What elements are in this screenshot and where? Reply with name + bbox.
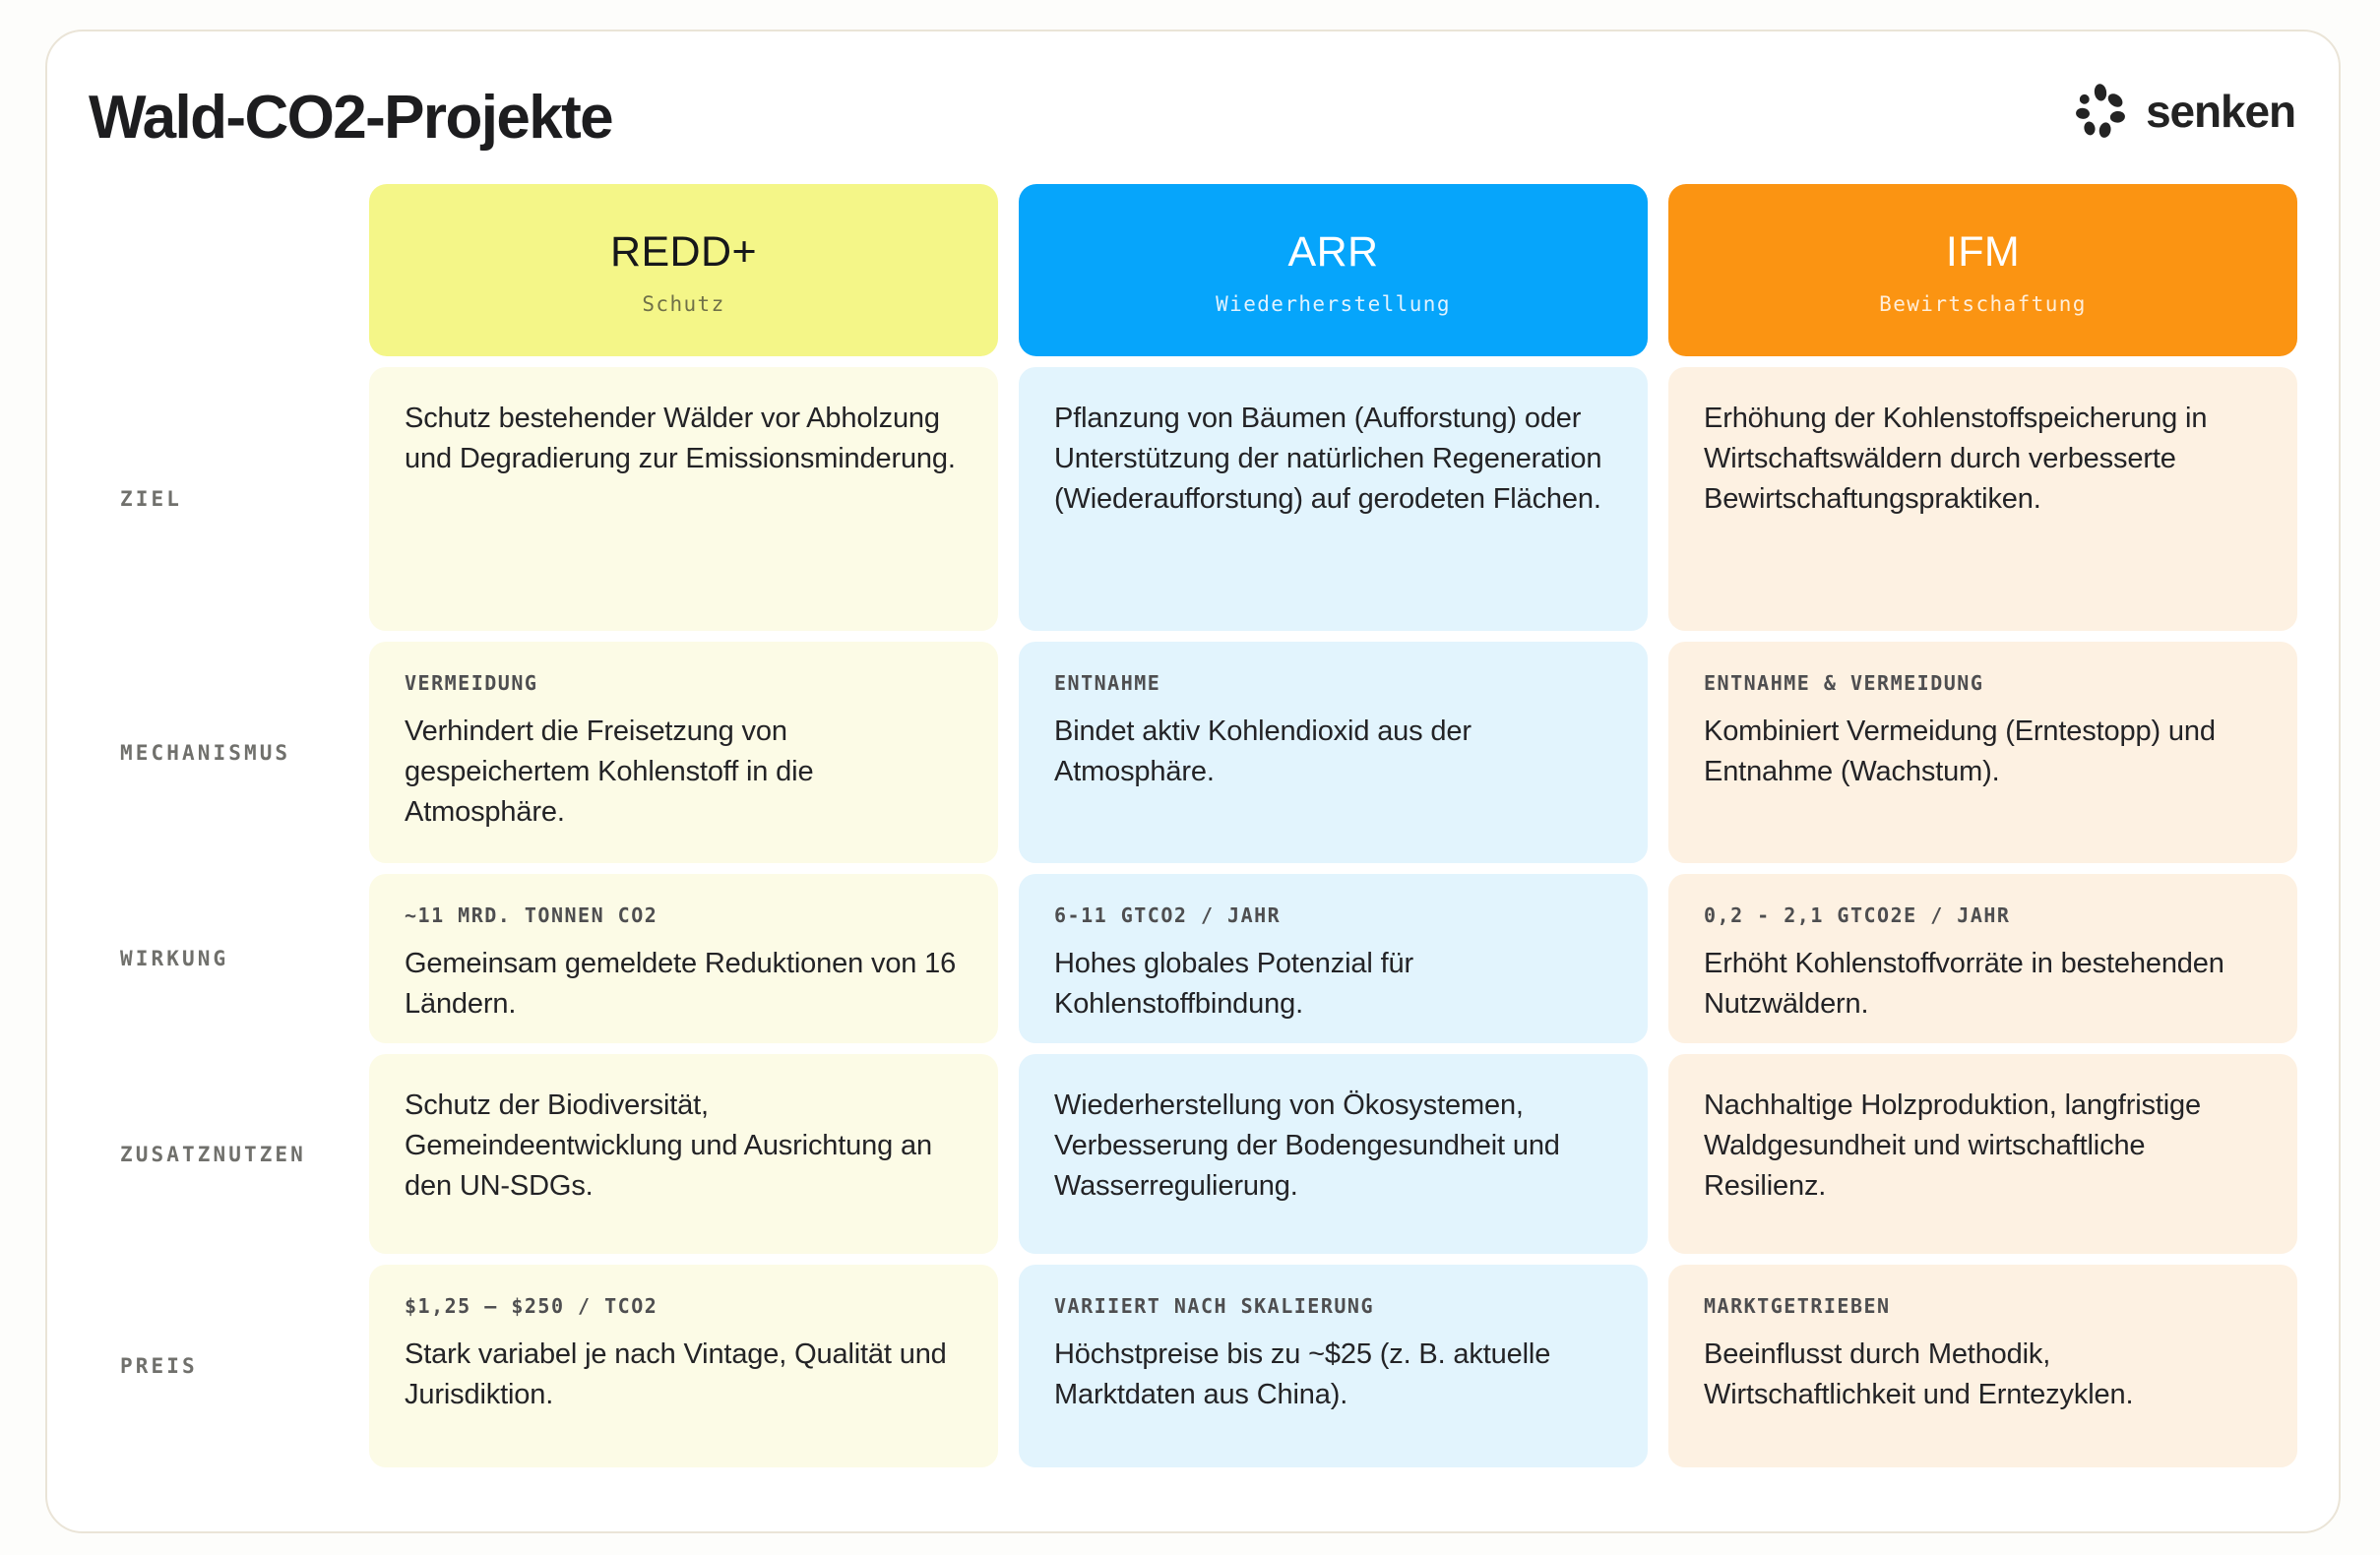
table-cell: ~11 MRD. TONNEN CO2 Gemeinsam gemeldete … <box>369 874 998 1043</box>
grid-corner-spacer <box>89 184 348 356</box>
cell-body: Hohes globales Potenzial für Kohlenstoff… <box>1054 948 1413 1021</box>
table-cell: Schutz bestehender Wälder vor Abholzung … <box>369 367 998 631</box>
table-cell: VARIIERT NACH SKALIERUNG Höchstpreise bi… <box>1019 1265 1648 1467</box>
column-abbr: IFM <box>1945 228 2021 277</box>
cell-body: Erhöht Kohlenstoffvorräte in bestehenden… <box>1704 948 2224 1021</box>
table-cell: Erhöhung der Kohlenstoffspeicherung in W… <box>1668 367 2297 631</box>
table-cell: 6-11 GTCO2 / JAHR Hohes globales Potenzi… <box>1019 874 1648 1043</box>
senken-flower-logo-icon <box>2072 83 2129 140</box>
column-subtitle: Bewirtschaftung <box>1879 291 2087 316</box>
page-title: Wald-CO2-Projekte <box>89 84 614 152</box>
cell-body: Nachhaltige Holzproduktion, langfristige… <box>1704 1089 2202 1203</box>
column-subtitle: Schutz <box>642 291 725 316</box>
card-header: Wald-CO2-Projekte <box>47 31 2339 189</box>
column-header-arr: ARR Wiederherstellung <box>1019 184 1648 356</box>
cell-body: Höchstpreise bis zu ~$25 (z. B. aktuelle… <box>1054 1338 1551 1411</box>
cell-body: Wiederherstellung von Ökosystemen, Verbe… <box>1054 1089 1560 1203</box>
table-cell: VERMEIDUNG Verhindert die Freisetzung vo… <box>369 642 998 863</box>
cell-body: Erhöhung der Kohlenstoffspeicherung in W… <box>1704 403 2208 516</box>
column-header-redd: REDD+ Schutz <box>369 184 998 356</box>
brand-lockup: senken <box>2072 83 2296 140</box>
table-cell: Nachhaltige Holzproduktion, langfristige… <box>1668 1054 2297 1254</box>
cell-body: Stark variabel je nach Vintage, Qualität… <box>405 1338 947 1411</box>
cell-body: Bindet aktiv Kohlendioxid aus der Atmosp… <box>1054 715 1472 788</box>
table-cell: Wiederherstellung von Ökosystemen, Verbe… <box>1019 1054 1648 1254</box>
table-cell: $1,25 – $250 / TCO2 Stark variabel je na… <box>369 1265 998 1467</box>
cell-tag: ENTNAHME <box>1054 671 1161 695</box>
brand-name: senken <box>2146 86 2296 137</box>
table-cell: MARKTGETRIEBEN Beeinflusst durch Methodi… <box>1668 1265 2297 1467</box>
row-label-mechanismus: MECHANISMUS <box>120 740 291 765</box>
cell-body: Schutz bestehender Wälder vor Abholzung … <box>405 403 956 475</box>
row-label-preis: PREIS <box>120 1354 198 1378</box>
cell-tag: ~11 MRD. TONNEN CO2 <box>405 903 658 927</box>
table-cell: ENTNAHME & VERMEIDUNG Kombiniert Vermeid… <box>1668 642 2297 863</box>
cell-tag: 0,2 - 2,1 GTCO2E / JAHR <box>1704 903 2011 927</box>
cell-body: Gemeinsam gemeldete Reduktionen von 16 L… <box>405 948 957 1021</box>
cell-body: Kombiniert Vermeidung (Erntestopp) und E… <box>1704 715 2216 788</box>
column-header-ifm: IFM Bewirtschaftung <box>1668 184 2297 356</box>
cell-tag: VERMEIDUNG <box>405 671 538 695</box>
cell-tag: MARKTGETRIEBEN <box>1704 1294 1891 1318</box>
comparison-card: Wald-CO2-Projekte <box>45 30 2341 1533</box>
cell-body: Beeinflusst durch Methodik, Wirtschaftli… <box>1704 1338 2134 1411</box>
cell-tag: $1,25 – $250 / TCO2 <box>405 1294 658 1318</box>
table-cell: ENTNAHME Bindet aktiv Kohlendioxid aus d… <box>1019 642 1648 863</box>
column-abbr: REDD+ <box>610 228 757 277</box>
cell-body: Pflanzung von Bäumen (Aufforstung) oder … <box>1054 403 1602 516</box>
cell-tag: VARIIERT NACH SKALIERUNG <box>1054 1294 1374 1318</box>
table-cell: Pflanzung von Bäumen (Aufforstung) oder … <box>1019 367 1648 631</box>
cell-body: Verhindert die Freisetzung von gespeiche… <box>405 715 814 829</box>
table-cell: 0,2 - 2,1 GTCO2E / JAHR Erhöht Kohlensto… <box>1668 874 2297 1043</box>
column-subtitle: Wiederherstellung <box>1216 291 1451 316</box>
table-cell: Schutz der Biodiversität, Gemeindeentwic… <box>369 1054 998 1254</box>
column-abbr: ARR <box>1287 228 1379 277</box>
row-label-ziel: ZIEL <box>120 487 182 511</box>
cell-body: Schutz der Biodiversität, Gemeindeentwic… <box>405 1089 932 1203</box>
cell-tag: ENTNAHME & VERMEIDUNG <box>1704 671 1984 695</box>
cell-tag: 6-11 GTCO2 / JAHR <box>1054 903 1282 927</box>
comparison-grid: REDD+ Schutz ARR Wiederherstellung IFM B… <box>89 184 2297 1498</box>
row-label-wirkung: WIRKUNG <box>120 947 229 970</box>
row-label-zusatznutzen: ZUSATZNUTZEN <box>120 1142 306 1166</box>
